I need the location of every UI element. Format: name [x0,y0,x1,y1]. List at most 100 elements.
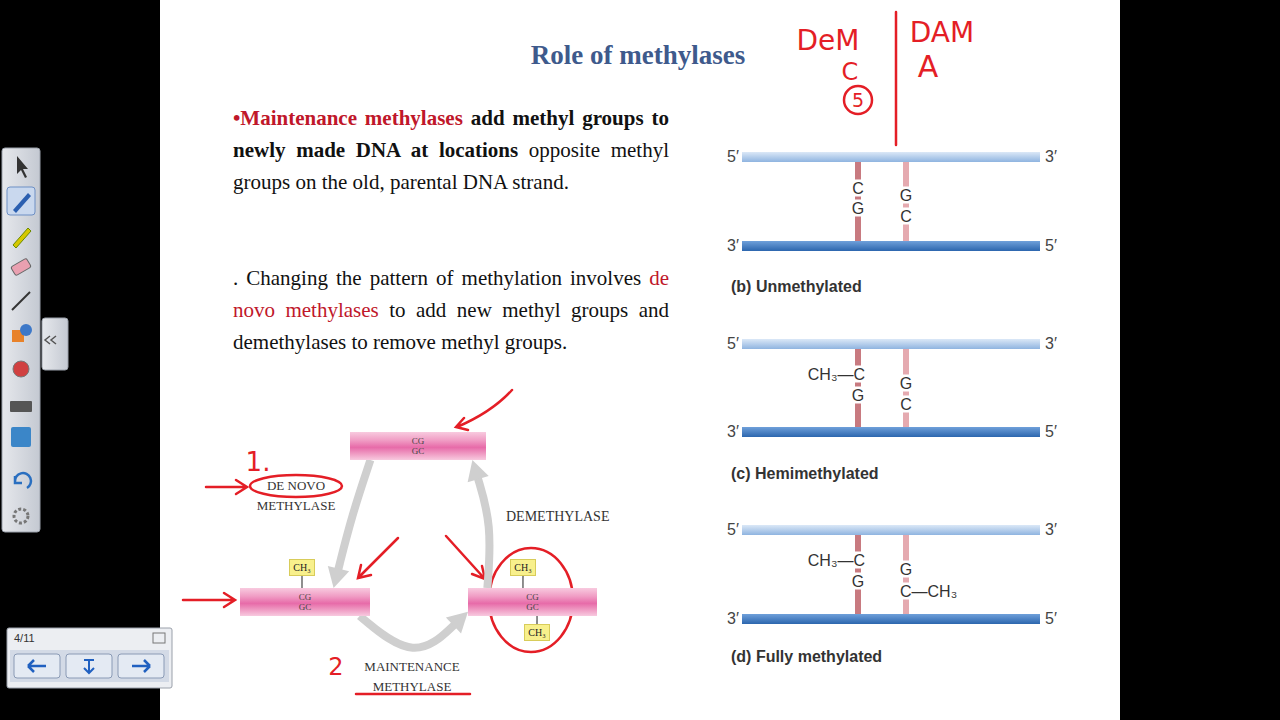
shape-icon [20,324,32,336]
connector-line [338,460,371,572]
enzyme-arrow [360,612,468,648]
strand-end: 3′ [727,610,739,628]
body-paragraph: •Maintenance methylases add methyl group… [233,102,669,198]
strand-end: 5′ [727,335,739,353]
base-letter: G [851,200,865,217]
panel-caption: (c) Hemimethylated [731,465,879,483]
base-pair-text: GC [412,446,425,456]
base-pair-text: GC [299,602,312,612]
base-pair-text: CG [412,436,425,446]
annotation-arrow [206,480,247,494]
body-text: •Maintenance methylases [233,106,463,130]
collapse-icon [45,336,56,344]
annotation-arrow [358,538,398,578]
black-margin [0,0,160,720]
capture-icon [11,427,31,447]
base-letter: C [851,180,865,197]
dna-panel-d [742,525,1040,624]
body-text: . Changing the pattern of methylation in… [233,266,641,290]
strand-end: 3′ [1045,148,1057,166]
eraser-icon [11,258,32,276]
strand-end: 5′ [1045,610,1057,628]
pen-highlight [7,187,35,215]
undo-icon [15,473,31,488]
annotations [183,12,896,694]
base-letter: C [899,396,913,413]
bond-line [522,576,523,588]
callout-number: 1. [246,447,271,477]
toolbar-panel [2,148,40,532]
base-pair-text: CG [526,592,539,602]
connector-line [301,576,302,588]
bond-line [302,576,303,588]
bond-line [537,616,538,624]
annotation-arrow [183,593,235,607]
highlighter-icon [13,228,31,248]
dna-segment: CGGC [350,432,486,460]
dna-strand [742,152,1040,162]
line-icon [12,292,30,310]
page-counter: 4/11 [14,632,35,644]
color-icon [13,361,29,377]
enzyme-arrow [468,460,490,588]
base-letter: C [899,208,913,225]
widget-panel [7,628,172,688]
pen-icon [13,193,31,213]
menu-arrow [84,660,94,673]
connector-line [536,616,537,624]
base-letter: G [899,375,913,392]
divider-stroke [895,12,898,145]
dna-strand [742,614,1040,624]
handwritten-note: A [918,49,939,84]
handwritten-note: DAM [910,16,974,49]
strand-end: 5′ [1045,423,1057,441]
callout-number: 2 [328,653,343,681]
annotation-arrow [446,536,485,579]
methyl-label: CH₃ [514,562,531,574]
menu-button [66,654,112,678]
connector-line [522,576,523,588]
base-pair-text: CG [299,592,312,602]
body-paragraph: . Changing the pattern of methylation in… [233,262,669,358]
arrowhead [446,612,468,634]
widget-icon [153,633,165,643]
enzyme-arrow [328,460,371,588]
slide-background [160,0,1120,720]
black-margin [1120,0,1280,720]
dna-segment: CGGC [240,588,370,616]
enzyme-label: MAINTENANCE METHYLASE [352,657,472,697]
enzyme-label: DE NOVO METHYLASE [250,476,342,516]
strand-end: 3′ [1045,521,1057,539]
strand-end: 3′ [727,423,739,441]
connector-line [477,475,489,588]
methyl-label: CH₃ [528,627,545,639]
methylated-base: CH₃—C [807,552,866,569]
prev-button [14,654,60,678]
base-letter: G [851,387,865,404]
panel-caption: (d) Fully methylated [731,648,882,666]
widget-bar [10,650,169,682]
toolbar [2,148,68,532]
slide-title: Role of methylases [531,40,745,71]
connectors [302,460,537,648]
dna-strand [742,427,1040,437]
base-letter: G [851,573,865,590]
base-pair-text: GC [526,602,539,612]
methyl-group: CH₃ [510,559,536,576]
methyl-label: CH₃ [293,562,310,574]
methyl-group: CH₃ [289,559,315,576]
handwritten-note: C [842,58,859,86]
strand-end: 5′ [1045,237,1057,255]
annotation-arrow [456,390,512,430]
keyboard-icon [10,401,32,412]
enzyme-label: DEMETHYLASE [506,507,609,527]
strand-end: 3′ [1045,335,1057,353]
annotation-circle [844,86,872,114]
handwritten-note: DeM [797,24,860,57]
base-letter: G [899,561,913,578]
dna-panel-c [742,339,1040,437]
next-arrow [132,660,150,672]
toolbar-tab [42,318,68,370]
strand-end: 5′ [727,148,739,166]
